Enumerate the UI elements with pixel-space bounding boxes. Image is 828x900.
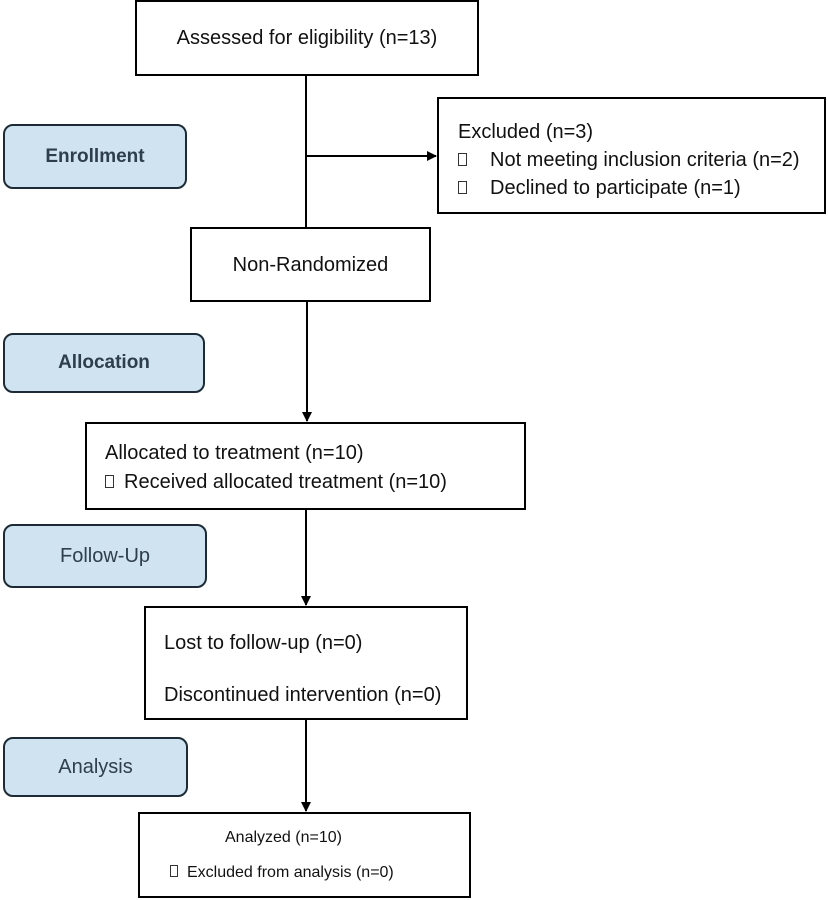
stage-analysis: Analysis <box>3 737 188 797</box>
stage-allocation: Allocation <box>3 333 205 393</box>
discontinued-intervention: Discontinued intervention (n=0) <box>164 684 442 706</box>
analyzed-item-text: Excluded from analysis (n=0) <box>187 863 394 881</box>
analyzed-box: Analyzed (n=10) Excluded from analysis (… <box>138 812 471 898</box>
excluded-item-text: Not meeting inclusion criteria (n=2) <box>490 149 800 171</box>
bullet-icon <box>458 181 467 194</box>
analyzed-item: Excluded from analysis (n=0) <box>170 863 469 884</box>
excluded-item-text: Declined to participate (n=1) <box>490 177 741 199</box>
bullet-icon <box>105 475 114 488</box>
bullet-icon <box>458 153 467 166</box>
assessed-box: Assessed for eligibility (n=13) <box>135 0 479 76</box>
excluded-item: Declined to participate (n=1) <box>458 175 824 201</box>
allocated-item-text: Received allocated treatment (n=10) <box>124 471 447 493</box>
non-randomized-box: Non-Randomized <box>190 227 431 302</box>
excluded-title: Excluded (n=3) <box>458 121 594 143</box>
excluded-item: Not meeting inclusion criteria (n=2) <box>458 147 824 173</box>
non-randomized-text: Non-Randomized <box>232 253 389 276</box>
bullet-icon <box>170 864 178 877</box>
excluded-box: Excluded (n=3) Not meeting inclusion cri… <box>437 97 826 214</box>
allocated-item: Received allocated treatment (n=10) <box>105 469 524 495</box>
stage-follow-up: Follow-Up <box>3 524 207 588</box>
allocated-title: Allocated to treatment (n=10) <box>105 442 364 464</box>
allocated-box: Allocated to treatment (n=10) Received a… <box>85 422 526 510</box>
assessed-text: Assessed for eligibility (n=13) <box>176 27 438 49</box>
lost-to-follow-up: Lost to follow-up (n=0) <box>164 632 363 654</box>
follow-up-box: Lost to follow-up (n=0) Discontinued int… <box>144 606 468 720</box>
analyzed-title: Analyzed (n=10) <box>225 829 342 846</box>
stage-enrollment: Enrollment <box>3 124 187 189</box>
